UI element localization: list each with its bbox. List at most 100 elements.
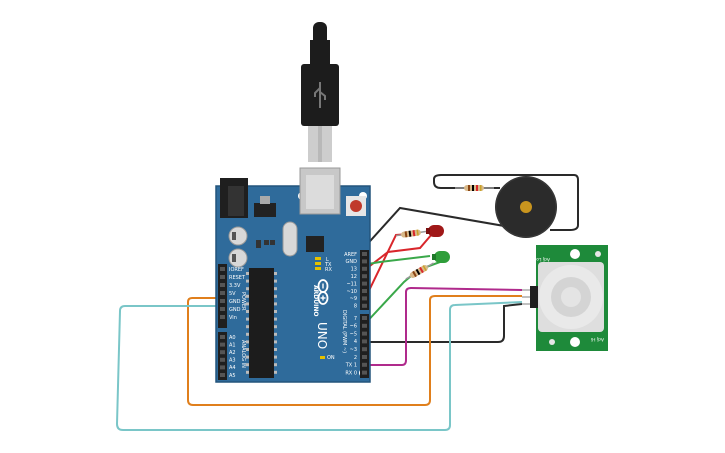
chip-pin [274, 370, 277, 374]
digital-pin-hole[interactable] [362, 370, 367, 375]
power-pin-label: 5V [229, 291, 236, 297]
buzzer-center [520, 201, 532, 213]
power-pin-label: GND [229, 299, 241, 305]
voltage-regulator [254, 203, 276, 217]
digital-pin-label: 2 [354, 355, 357, 361]
analog-pin-hole[interactable] [220, 373, 225, 377]
wire-magenta-pin2-pir [362, 286, 523, 366]
digital-pin-label: 12 [351, 274, 357, 280]
indicator-led-rx [315, 267, 321, 270]
digital-pin-hole[interactable] [362, 296, 367, 301]
chip-pin [246, 287, 249, 291]
digital-pin-label: 4 [354, 339, 357, 345]
chip-pin [274, 363, 277, 367]
digital-header-upper [360, 250, 369, 310]
digital-pin-hole[interactable] [362, 362, 367, 367]
resistor-green-led [405, 262, 434, 280]
wire-green-pin6-led [361, 261, 441, 328]
power-header [218, 264, 227, 328]
digital-pin-label: 7 [354, 316, 357, 322]
analog-pin-hole[interactable] [220, 335, 225, 339]
digital-pin-label: RX 0 [345, 370, 357, 376]
pir-mount-hole [570, 337, 580, 347]
power-pin-hole[interactable] [220, 283, 225, 287]
chip-pin [246, 325, 249, 329]
indicator-label-l: L [326, 257, 329, 263]
power-pin-hole[interactable] [220, 315, 225, 319]
pir-bottom-label: Adj Hi [591, 336, 604, 342]
digital-pin-hole[interactable] [362, 316, 367, 320]
chip-pin [246, 272, 249, 275]
digital-pin-label: 13 [351, 267, 357, 273]
chip-pin [274, 348, 277, 351]
piezo-buzzer [495, 176, 557, 238]
reset-button[interactable] [350, 200, 362, 212]
digital-pin-label: ~5 [350, 331, 357, 337]
digital-pin-hole[interactable] [362, 274, 367, 279]
digital-pin-hole[interactable] [362, 339, 367, 344]
power-pin-holes [220, 267, 225, 319]
digital-pin-hole[interactable] [362, 323, 367, 328]
digital-pin-hole[interactable] [362, 252, 367, 256]
usb-cable [301, 22, 339, 162]
chip-pin [274, 294, 277, 298]
analog-pin-label: A2 [229, 350, 236, 356]
digital-pin-hole[interactable] [362, 347, 367, 352]
capacitor-mark [232, 254, 236, 262]
smd-component [256, 240, 261, 248]
analog-pin-hole[interactable] [220, 342, 225, 347]
pir-motion-sensor: Adj Lo Adj Hi [522, 245, 608, 351]
resistor-red-led [396, 229, 428, 238]
chip-pin [274, 310, 277, 313]
digital-pin-hole[interactable] [362, 259, 367, 264]
power-pin-hole[interactable] [220, 267, 225, 271]
power-pin-label: Vin [229, 315, 237, 321]
chip-pin [246, 348, 249, 351]
usb-cable-strain-relief [310, 40, 330, 70]
digital-pin-hole[interactable] [362, 331, 367, 336]
brand-label: ARDUINO [312, 285, 319, 316]
usb-socket-inner [306, 175, 334, 209]
indicator-label-rx: RX [325, 267, 332, 273]
analog-pin-hole[interactable] [220, 357, 225, 362]
analog-pin-hole[interactable] [220, 350, 225, 355]
wire-green-gnd [361, 255, 431, 266]
pir-mount-hole [570, 249, 580, 259]
indicator-label-on: ON [327, 355, 335, 361]
power-pin-hole[interactable] [220, 307, 225, 311]
usb-symbol-icon [314, 82, 326, 108]
digital-pin-label: ~3 [350, 347, 357, 353]
model-label: UNO [315, 322, 329, 349]
digital-pin-hole[interactable] [362, 266, 367, 271]
pir-potentiometer[interactable] [595, 251, 601, 257]
analog-header [218, 332, 227, 380]
chip-pin [246, 370, 249, 374]
wire-black-pin4-pir [362, 303, 523, 343]
analog-pin-label: A0 [229, 335, 236, 341]
digital-pin-label: ~11 [346, 281, 357, 287]
usb-plug-metal-shade [318, 126, 322, 162]
digital-pin-hole[interactable] [362, 289, 367, 293]
smd-component [270, 240, 275, 245]
chip-pin [246, 340, 249, 344]
pir-potentiometer[interactable] [549, 339, 555, 345]
digital-pin-label: 8 [354, 304, 357, 310]
chip-pin [274, 325, 277, 329]
chip-pin [274, 332, 277, 336]
analog-pin-holes [220, 335, 225, 377]
digital-pin-hole[interactable] [362, 303, 367, 308]
analog-pin-label: A3 [229, 358, 236, 364]
arduino-uno-board: L TX RX ON ARDUINO UNO AREFGND1312~11~10… [215, 167, 371, 383]
analog-pin-hole[interactable] [220, 365, 225, 370]
digital-pin-hole[interactable] [362, 355, 367, 359]
pir-top-label: Adj Lo [536, 256, 550, 262]
power-pin-label: 3.3V [229, 283, 241, 289]
power-pin-hole[interactable] [220, 299, 225, 303]
wire-black-gnd-buzzer [361, 206, 511, 251]
chip-pin [274, 302, 277, 306]
chip-pin [246, 279, 249, 283]
power-pin-hole[interactable] [220, 291, 225, 295]
power-pin-hole[interactable] [220, 275, 225, 279]
digital-pin-hole[interactable] [362, 281, 367, 286]
